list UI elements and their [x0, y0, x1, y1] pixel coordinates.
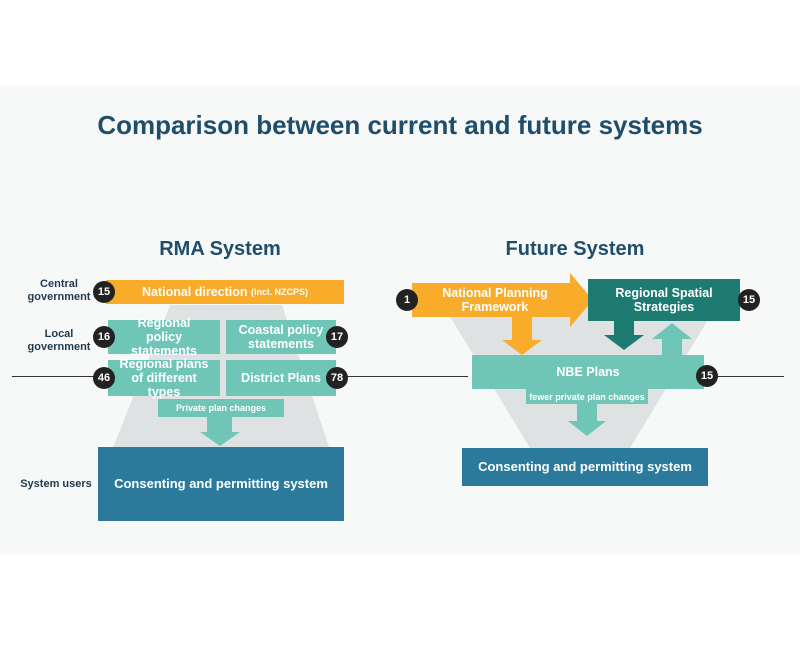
label-system-users: System users	[20, 478, 92, 490]
rma-down-arrow	[200, 417, 240, 446]
regional-plans-box: Regional plans of different types	[108, 357, 220, 399]
regional-plans-count-badge: 46	[93, 367, 115, 389]
coastal-policy-box: Coastal policy statements	[226, 320, 336, 354]
rma-system-title: RMA System	[159, 238, 281, 260]
rss-down-arrow	[604, 321, 644, 350]
future-system-title: Future System	[505, 238, 645, 260]
npf-down-arrow	[502, 317, 542, 355]
future-private-plan-changes-box: fewer private plan changes	[526, 389, 648, 404]
npf-arrow	[412, 273, 593, 327]
national-direction-box: National direction (incl. NZCPS)	[106, 280, 344, 304]
district-plans-count-badge: 78	[326, 367, 348, 389]
nbe-plans-box: NBE Plans	[472, 355, 704, 389]
rss-box: Regional Spatial Strategies	[588, 279, 740, 321]
future-consenting-box: Consenting and permitting system	[462, 448, 708, 486]
national-direction-label: National direction	[141, 285, 248, 299]
regional-policy-box: Regional policy statements	[108, 316, 220, 358]
rma-private-plan-changes-box: Private plan changes	[158, 399, 284, 417]
npf-label: National Planning Framework	[442, 286, 548, 314]
label-local-government: Local government	[27, 328, 91, 353]
page-title: Comparison between current and future sy…	[97, 110, 703, 140]
future-divider-line-right	[718, 376, 784, 377]
nbe-count-badge: 15	[696, 365, 718, 387]
district-plans-box: District Plans	[226, 360, 336, 396]
regional-policy-count-badge: 16	[93, 326, 115, 348]
rma-consenting-box: Consenting and permitting system	[98, 447, 344, 521]
npf-count-badge: 1	[396, 289, 418, 311]
rss-count-badge: 15	[738, 289, 760, 311]
nbe-up-arrow	[652, 323, 692, 355]
coastal-policy-count-badge: 17	[326, 326, 348, 348]
rma-divider-line-left	[12, 376, 94, 377]
label-central-government: Central government	[27, 278, 91, 303]
national-direction-note: (incl. NZCPS)	[251, 287, 309, 297]
national-direction-count-badge: 15	[93, 281, 115, 303]
rma-divider-line-right	[338, 376, 468, 377]
future-down-arrow	[568, 403, 606, 436]
